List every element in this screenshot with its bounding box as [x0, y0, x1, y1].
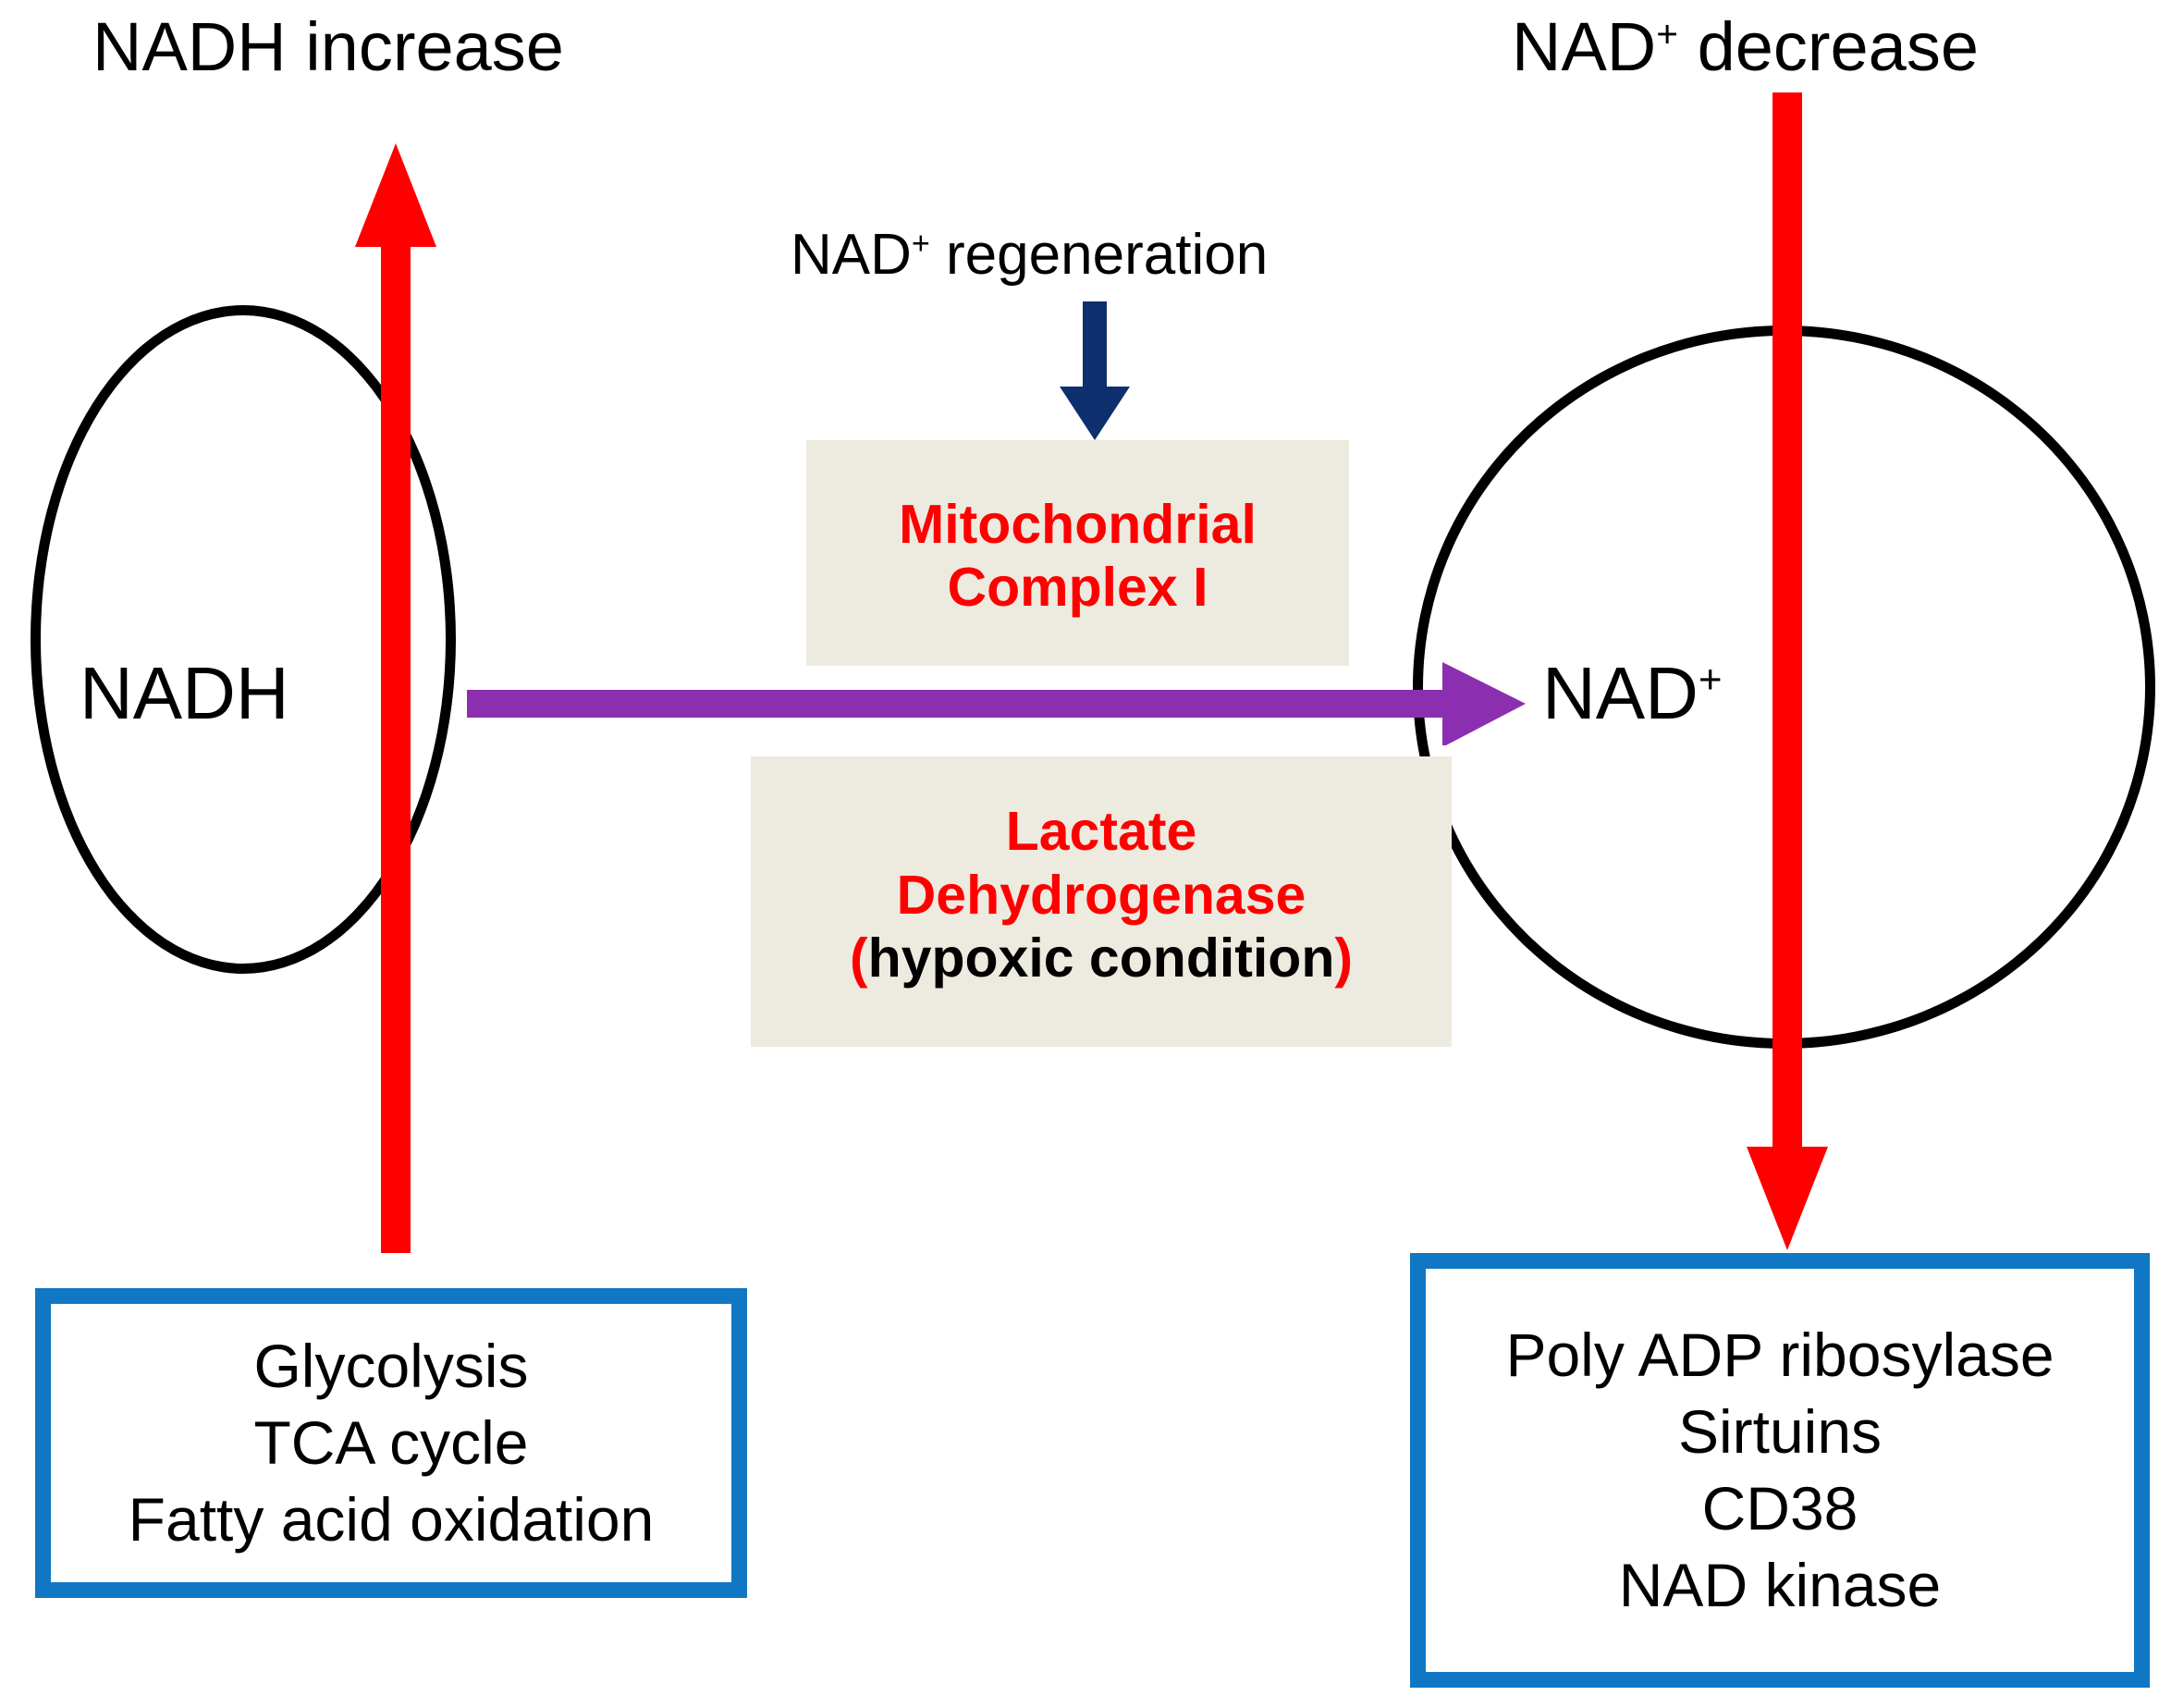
enzyme-ldh-paren-close: ): [1334, 928, 1354, 989]
enzyme-ldh-condition-text: hypoxic condition: [867, 928, 1335, 989]
nad-consumer-line-4: NAD kinase: [1618, 1551, 1942, 1620]
enzyme-box-lactate-dehydrogenase: Lactate Dehydrogenase (hypoxic condition…: [751, 756, 1452, 1047]
pathway-box-nadh-sources: Glycolysis TCA cycle Fatty acid oxidatio…: [35, 1288, 747, 1598]
nad-decrease-arrow-icon: [1747, 92, 1828, 1250]
nadh-increase-arrow-icon: [355, 143, 436, 1253]
enzyme-ldh-paren-open: (: [849, 928, 868, 989]
nad-label: NAD+: [1542, 657, 1723, 731]
nad-consumer-line-1: Poly ADP ribosylase: [1505, 1320, 2054, 1389]
nadh-source-line-2: TCA cycle: [253, 1407, 529, 1477]
enzyme-complex1-line-2: Complex I: [947, 557, 1208, 618]
nadh-label: NADH: [80, 657, 289, 731]
caption-nad-decrease-superscript: +: [1656, 12, 1679, 55]
pathway-box-nad-consumers: Poly ADP ribosylase Sirtuins CD38 NAD ki…: [1410, 1253, 2150, 1688]
caption-nad-decrease: NAD+ decrease: [1512, 13, 1979, 81]
caption-nadh-increase: NADH increase: [92, 13, 564, 81]
nad-label-superscript: +: [1698, 657, 1723, 703]
caption-nad-decrease-base: NAD: [1512, 8, 1657, 85]
regeneration-down-arrow-icon: [1060, 301, 1130, 440]
enzyme-ldh-line-1: Lactate: [1005, 801, 1197, 863]
enzyme-box-mitochondrial-complex-1: Mitochondrial Complex I: [806, 440, 1349, 666]
nad-consumer-line-3: CD38: [1701, 1474, 1858, 1542]
enzyme-complex1-line-1: Mitochondrial: [899, 493, 1257, 555]
caption-nad-regeneration-tail: regeneration: [929, 223, 1269, 287]
enzyme-ldh-condition-line: (hypoxic condition): [850, 927, 1353, 989]
caption-nad-decrease-tail: decrease: [1678, 8, 1979, 85]
nadh-source-line-3: Fatty acid oxidation: [128, 1485, 655, 1554]
caption-nad-regeneration-superscript: +: [911, 226, 930, 262]
enzyme-ldh-line-2: Dehydrogenase: [896, 864, 1306, 926]
nadh-pool-circle: [31, 305, 456, 974]
caption-nadh-increase-text: NADH increase: [92, 8, 564, 85]
nadh-to-nad-conversion-arrow-icon: [467, 662, 1526, 745]
nad-consumer-line-2: Sirtuins: [1677, 1396, 1883, 1466]
caption-nad-regeneration-base: NAD: [791, 223, 912, 287]
nad-label-text: NAD: [1542, 652, 1699, 734]
caption-nad-regeneration: NAD+ regeneration: [791, 227, 1268, 284]
nadh-source-line-1: Glycolysis: [253, 1331, 529, 1400]
nadh-label-text: NADH: [80, 652, 289, 734]
